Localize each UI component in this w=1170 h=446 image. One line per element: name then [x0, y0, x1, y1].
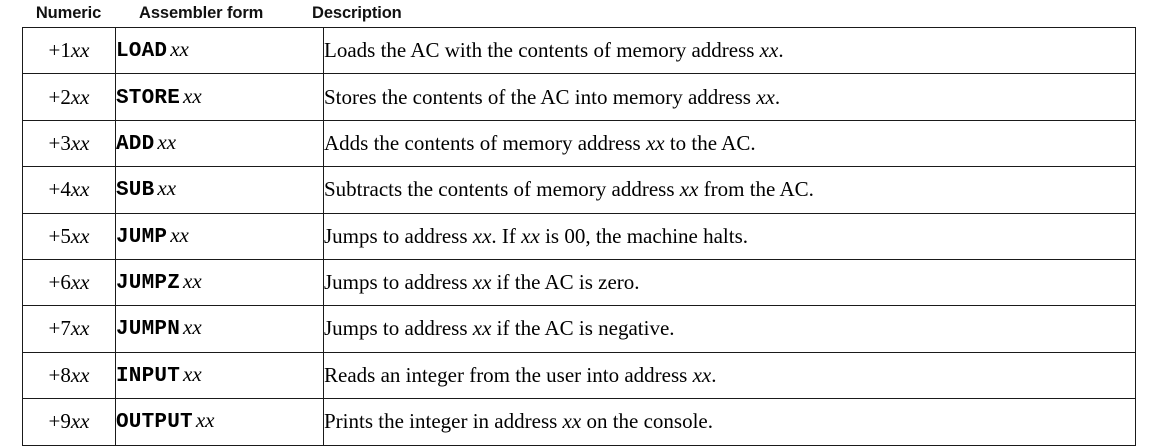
- numeric-operand: xx: [70, 270, 90, 295]
- cell-numeric: +2xx: [22, 73, 116, 121]
- numeric-prefix: +6: [48, 270, 71, 295]
- column-header-description: Description: [312, 3, 402, 22]
- cell-numeric: +1xx: [22, 26, 116, 75]
- numeric-operand: xx: [70, 409, 90, 434]
- numeric-operand: xx: [70, 316, 90, 341]
- mnemonic: SUB: [116, 179, 155, 203]
- cell-description: Loads the AC with the contents of memory…: [323, 26, 1136, 75]
- cell-numeric: +3xx: [22, 119, 116, 168]
- mnemonic: JUMPN: [116, 318, 181, 342]
- mnemonic: STORE: [116, 86, 181, 110]
- cell-description: Subtracts the contents of memory address…: [323, 166, 1136, 214]
- numeric-prefix: +8: [48, 362, 71, 387]
- numeric-prefix: +3: [48, 130, 71, 155]
- mnemonic-operand: xx: [157, 129, 177, 154]
- numeric-prefix: +2: [48, 84, 71, 109]
- cell-description: Jumps to address xx if the AC is zero.: [323, 258, 1136, 307]
- numeric-operand: xx: [70, 362, 90, 387]
- numeric-operand: xx: [70, 177, 90, 202]
- mnemonic: JUMP: [116, 225, 168, 249]
- numeric-prefix: +4: [48, 177, 71, 202]
- table-header-row: Numeric Assembler form Description: [22, 0, 1135, 26]
- mnemonic: JUMPZ: [116, 272, 181, 296]
- cell-numeric: +4xx: [22, 166, 116, 214]
- numeric-prefix: +1: [48, 38, 71, 63]
- mnemonic: ADD: [116, 132, 155, 156]
- mnemonic-operand: xx: [195, 408, 215, 433]
- cell-description: Reads an integer from the user into addr…: [323, 351, 1136, 400]
- cell-numeric: +5xx: [22, 212, 116, 260]
- mnemonic-operand: xx: [170, 222, 189, 247]
- mnemonic: INPUT: [116, 364, 181, 388]
- mnemonic-operand: xx: [183, 361, 202, 386]
- mnemonic: LOAD: [116, 40, 168, 64]
- cell-numeric: +8xx: [22, 351, 116, 400]
- cell-numeric: +9xx: [22, 398, 116, 446]
- mnemonic: OUTPUT: [116, 411, 193, 435]
- cell-numeric: +6xx: [22, 258, 116, 307]
- mnemonic-operand: xx: [157, 176, 177, 201]
- numeric-operand: xx: [70, 38, 90, 63]
- cell-description: Adds the contents of memory address xx t…: [323, 119, 1136, 168]
- numeric-prefix: +5: [48, 223, 71, 248]
- mnemonic-operand: xx: [183, 83, 202, 108]
- column-header-assembler-form: Assembler form: [139, 3, 264, 22]
- mnemonic-operand: xx: [170, 37, 189, 62]
- numeric-prefix: +9: [48, 409, 71, 434]
- cell-numeric: +7xx: [22, 305, 116, 353]
- numeric-operand: xx: [70, 84, 90, 109]
- cell-description: Jumps to address xx if the AC is negativ…: [323, 305, 1136, 353]
- cell-description: Prints the integer in address xx on the …: [323, 398, 1136, 446]
- cell-description: Stores the contents of the AC into memor…: [323, 73, 1136, 121]
- column-header-numeric: Numeric: [35, 3, 102, 22]
- mnemonic-operand: xx: [183, 315, 202, 340]
- mnemonic-operand: xx: [183, 269, 202, 294]
- numeric-operand: xx: [70, 223, 90, 248]
- numeric-operand: xx: [70, 130, 90, 155]
- cell-description: Jumps to address xx. If xx is 00, the ma…: [323, 212, 1136, 260]
- numeric-prefix: +7: [48, 316, 71, 341]
